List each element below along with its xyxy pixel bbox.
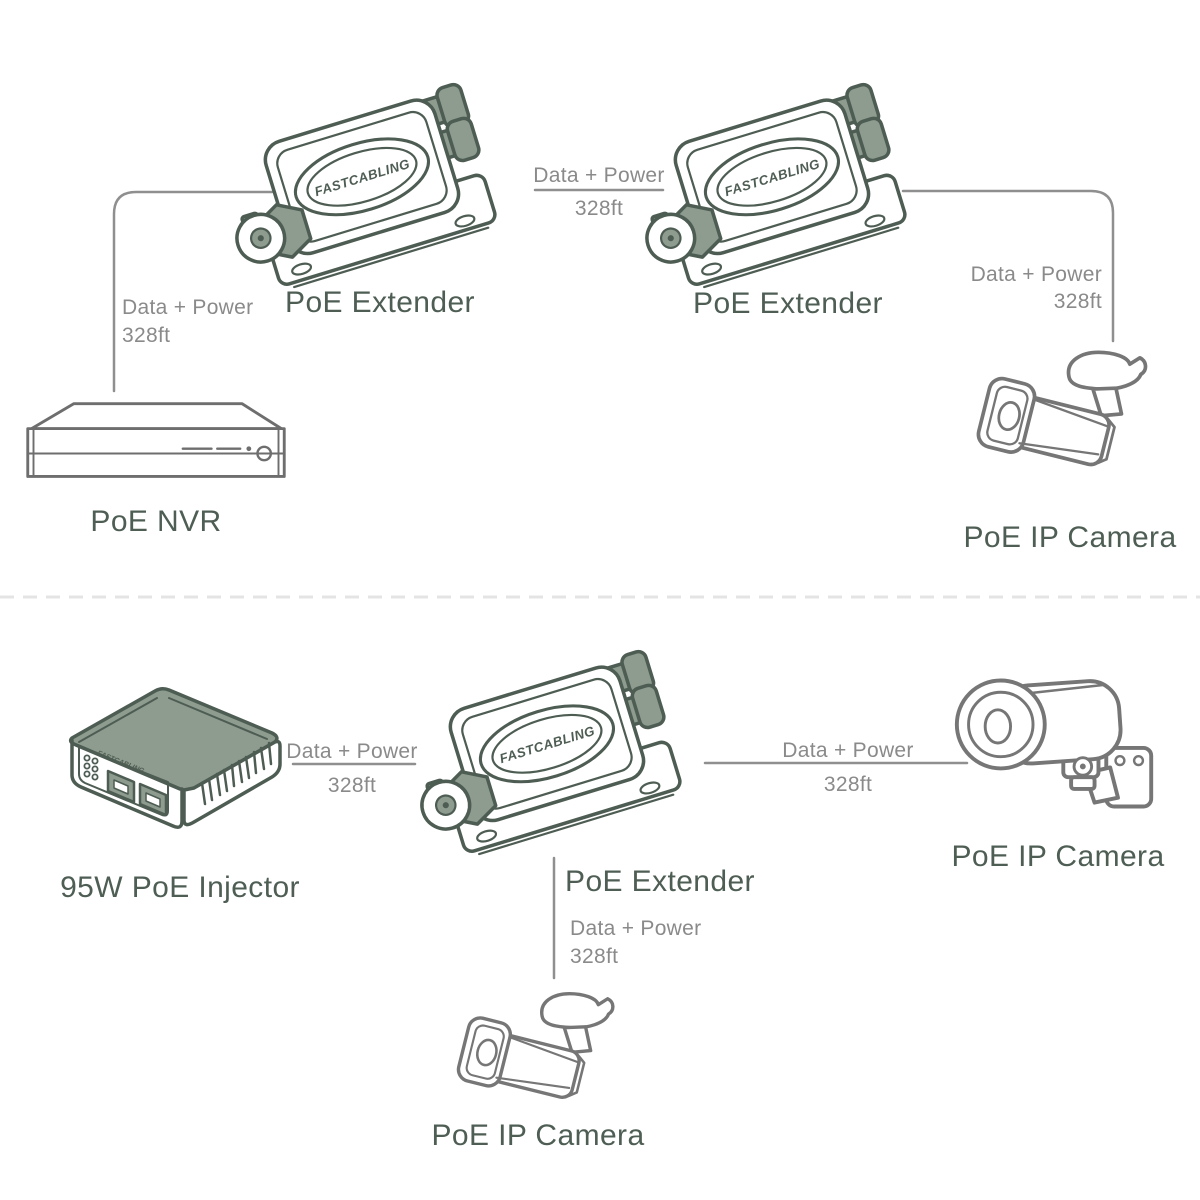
connection-label-extender-to-extender: Data + Power 328ft (519, 163, 679, 222)
poe-injector-illustration: FASTCABLING (68, 686, 282, 829)
connection-type: Data + Power (970, 263, 1102, 286)
connection-label-extender-to-camera-right: Data + Power 328ft (778, 738, 918, 798)
connection-distance: 328ft (823, 773, 873, 796)
connection-label-extender-to-camera-bottom: Data + Power 328ft (570, 915, 701, 971)
poe-ip-camera-illustration-bottom-center (447, 986, 617, 1122)
connection-type: Data + Power (533, 164, 665, 187)
camera-bottom-center-label: PoE IP Camera (431, 1119, 645, 1152)
connection-type: Data + Power (570, 917, 702, 940)
extender-top-left-label: PoE Extender (285, 286, 475, 319)
connection-type: Data + Power (782, 739, 914, 762)
poe-ip-camera-illustration-top-right (966, 344, 1150, 491)
connection-line-extender-to-camera-top (901, 189, 1115, 343)
connection-label-injector-to-extender: Data + Power 328ft (282, 739, 422, 799)
connection-distance: 328ft (122, 324, 171, 347)
nvr-label: PoE NVR (90, 505, 222, 538)
connection-type: Data + Power (122, 296, 254, 319)
connection-distance: 328ft (570, 945, 619, 968)
connection-type: Data + Power (286, 740, 418, 763)
connection-distance: 328ft (327, 774, 377, 797)
camera-top-right-label: PoE IP Camera (963, 521, 1177, 554)
connection-distance: 328ft (574, 197, 624, 220)
injector-label: 95W PoE Injector (60, 871, 300, 904)
extender-top-right-label: PoE Extender (693, 287, 883, 320)
extender-bottom-label: PoE Extender (565, 865, 755, 898)
poe-nvr-illustration (26, 402, 286, 478)
poe-extender-illustration-bottom (410, 645, 710, 866)
poe-ip-camera-illustration-bottom-right (954, 678, 1154, 809)
poe-extender-illustration-top-left (225, 78, 525, 299)
camera-bottom-right-label: PoE IP Camera (951, 840, 1165, 873)
connection-line-nvr-to-extender (112, 190, 274, 393)
connection-label-extender-to-camera-top: Data + Power 328ft (882, 261, 1102, 315)
connection-distance: 328ft (1053, 290, 1102, 313)
connection-label-nvr-to-extender: Data + Power 328ft (122, 294, 253, 350)
